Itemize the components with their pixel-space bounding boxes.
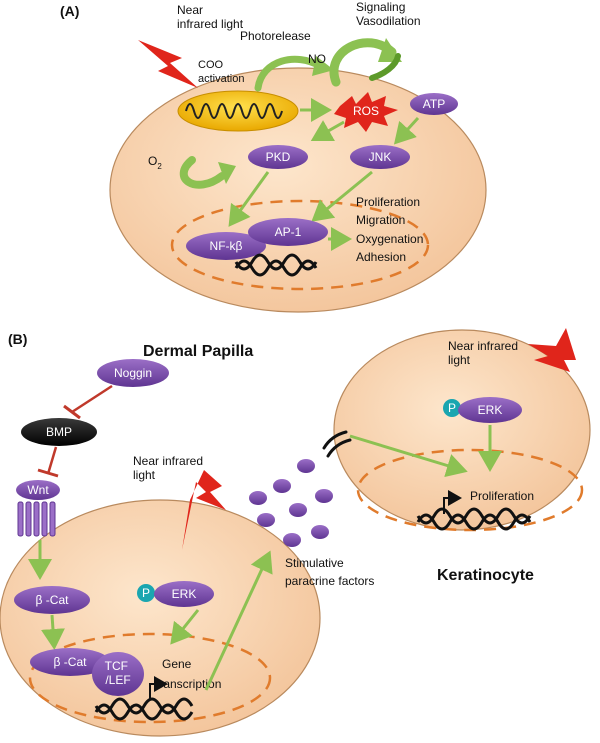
paracrine-label: Stimulative paracrine factors: [285, 556, 374, 588]
erk-label-k: ERK: [478, 403, 503, 417]
lightning-icon-b: [182, 470, 226, 550]
cristae-icon: [185, 103, 283, 119]
coo-label: COO activation: [198, 59, 244, 85]
dna-icon-a: [234, 253, 318, 277]
dermal-papilla-title: Dermal Papilla: [143, 343, 253, 360]
pkd-label: PKD: [266, 150, 291, 164]
inhibit-bar-1: [63, 404, 81, 420]
phospho-icon-k: [443, 399, 461, 417]
arrow-erk-gene: [170, 609, 200, 645]
panel-a-label: (A): [60, 3, 79, 19]
photorelease-arrowhead-icon: [312, 56, 334, 76]
tcf-lef-label: TCF /LEF: [105, 659, 132, 687]
atp-pill: [410, 93, 458, 115]
inhibit-noggin-bmp: [71, 384, 113, 414]
ros-label: ROS: [353, 104, 379, 118]
lightning-icon: [138, 40, 198, 88]
frizzled-receptor-icon: [17, 501, 56, 537]
wnt-label: Wnt: [27, 483, 49, 497]
erk-pill: [154, 581, 214, 607]
wnt-pill: [16, 480, 60, 500]
nucleus-a: [170, 199, 430, 291]
pkd-pill: [248, 145, 308, 169]
keratinocyte-cell: [333, 329, 591, 531]
nfkb-pill: [186, 232, 266, 260]
photorelease-label: Photorelease: [240, 29, 311, 43]
bcat-pill-2: [30, 648, 110, 676]
jnk-label: JNK: [369, 150, 392, 164]
arrow-secretion: [204, 550, 273, 691]
arrow-ros-pkd: [310, 120, 345, 141]
ap1-pill: [248, 218, 328, 246]
mitochondrion-icon: [177, 90, 299, 132]
nfkb-label: NF-kβ: [210, 239, 243, 253]
dermal-papilla-cell: [0, 499, 321, 737]
noggin-pill: [97, 359, 169, 387]
arrow-bcat-nucleus: [40, 614, 65, 650]
nir-label-a: Near infrared light: [177, 3, 244, 31]
nir-label-k: Near infrared light: [448, 339, 521, 367]
phospho-icon: [137, 584, 155, 602]
dna-icon-k: [416, 507, 532, 531]
arrow-pkd-nfkb: [228, 171, 270, 227]
nir-label-b: Near infrared light: [133, 454, 206, 482]
inhibit-bar-2: [37, 468, 59, 478]
lightning-icon-k: [528, 328, 576, 372]
bcat-label-1: β -Cat: [36, 593, 70, 607]
panel-b-label: (B): [8, 331, 27, 347]
noggin-label: Noggin: [114, 366, 152, 380]
arrow-atp-jnk: [393, 116, 420, 145]
erk-label: ERK: [172, 587, 197, 601]
arrow-receptor-prolif: [349, 434, 468, 478]
inhibit-bmp-wnt: [46, 446, 58, 475]
outcomes-list: Proliferation Migration Oxygenation Adhe…: [356, 195, 427, 264]
arrow-jnk-ap1: [311, 170, 373, 222]
o2-arrowhead-icon: [218, 162, 236, 184]
prolif-label-k: Proliferation: [470, 489, 534, 503]
o2-arrow-icon: [179, 156, 226, 189]
panel-a: (A) Near infrared light COO activation P…: [60, 0, 487, 313]
nucleus-dermal: [28, 632, 272, 724]
o2-label: O2: [148, 154, 162, 171]
bmp-pill: [21, 418, 97, 446]
bcat-pill-1: [14, 586, 90, 614]
bmp-label: BMP: [46, 425, 72, 439]
panel-b: (B) Dermal Papilla Noggin BMP Wnt: [0, 328, 591, 737]
bcat-label-2: β -Cat: [54, 655, 88, 669]
no-label: NO: [308, 52, 326, 66]
tcf-lef-pill: [92, 652, 144, 696]
gene-transcription-label: Gene transcription: [156, 657, 221, 691]
signaling-label: Signaling Vasodilation: [356, 0, 421, 28]
p-label: P: [142, 586, 150, 600]
p-label-k: P: [448, 401, 456, 415]
receptor-icon: [322, 430, 352, 458]
transcription-start-icon: [149, 676, 168, 700]
ap1-label: AP-1: [275, 225, 302, 239]
photorelease-arrow-icon: [254, 55, 324, 92]
jnk-pill: [350, 145, 410, 169]
dna-icon-b: [94, 697, 194, 721]
atp-label: ATP: [423, 97, 445, 111]
signaling-loop-icon: [369, 53, 401, 81]
nucleus-keratinocyte: [356, 448, 584, 532]
erk-pill-k: [458, 397, 522, 423]
ros-star-icon: [334, 92, 398, 132]
paracrine-factors-icon: [249, 459, 333, 547]
keratinocyte-title: Keratinocyte: [437, 567, 534, 584]
